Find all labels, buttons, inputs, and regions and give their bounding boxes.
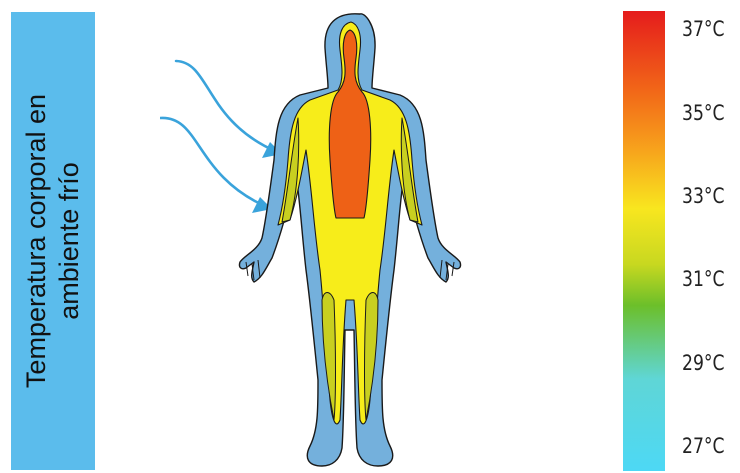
scale-label-33: 33°C [682, 184, 730, 208]
scale-label-27: 27°C [682, 434, 730, 458]
title-banner: Temperatura corporal en ambiente frío [11, 12, 95, 470]
human-body-thermal-icon [150, 0, 530, 473]
temperature-scale-bar [623, 11, 665, 471]
scale-label-29: 29°C [682, 351, 730, 375]
title-line-2: ambiente frío [53, 21, 86, 461]
page-title: Temperatura corporal en ambiente frío [20, 21, 86, 461]
title-line-1: Temperatura corporal en [20, 21, 53, 461]
scale-label-31: 31°C [682, 267, 730, 291]
scale-label-35: 35°C [682, 101, 730, 125]
scale-label-37: 37°C [682, 17, 730, 41]
